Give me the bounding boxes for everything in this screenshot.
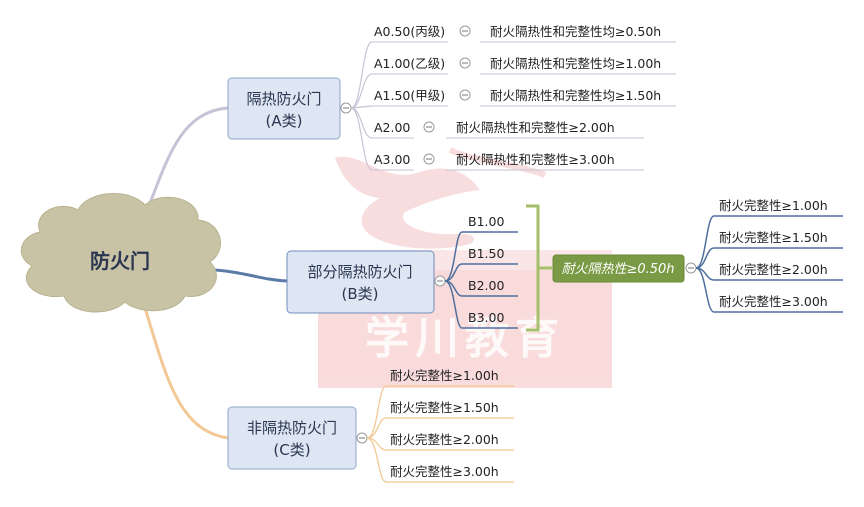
a-code-1: A0.50(丙级) xyxy=(374,24,445,39)
category-c-label-line2: (C类) xyxy=(273,441,310,459)
category-a[interactable]: 隔热防火门 (A类) xyxy=(227,77,341,140)
b-item-1[interactable]: B1.00 xyxy=(462,214,518,233)
a-desc-1: 耐火隔热性和完整性均≥0.50h xyxy=(490,24,661,39)
category-b-label-line2: (B类) xyxy=(342,285,379,303)
a-row-5-collapse-icon[interactable] xyxy=(423,153,435,165)
watermark-text: 学川教育 xyxy=(365,313,565,364)
a-code-4: A2.00 xyxy=(374,120,410,135)
a-row-2[interactable]: A1.00(乙级) 耐火隔热性和完整性均≥1.00h xyxy=(372,56,676,75)
a-row-2-collapse-icon[interactable] xyxy=(459,57,471,69)
b-integrity-4-label: 耐火完整性≥3.00h xyxy=(719,294,828,309)
branch-b xyxy=(214,268,288,283)
b-item-3[interactable]: B2.00 xyxy=(462,278,518,297)
b-item-2[interactable]: B1.50 xyxy=(462,246,518,265)
category-c[interactable]: 非隔热防火门 (C类) xyxy=(227,406,357,470)
b-group-collapse-icon[interactable] xyxy=(685,262,697,274)
b-item-2-label: B1.50 xyxy=(468,246,504,261)
b-bracket xyxy=(526,204,552,332)
c-item-4[interactable]: 耐火完整性≥3.00h xyxy=(386,464,514,483)
a-row-4-collapse-icon[interactable] xyxy=(423,121,435,133)
a-row-1[interactable]: A0.50(丙级) 耐火隔热性和完整性均≥0.50h xyxy=(372,24,676,43)
c-item-4-label: 耐火完整性≥3.00h xyxy=(390,464,499,479)
b-integrity-1[interactable]: 耐火完整性≥1.00h xyxy=(714,198,843,217)
b-integrity-1-label: 耐火完整性≥1.00h xyxy=(719,198,828,213)
b-integrity-4[interactable]: 耐火完整性≥3.00h xyxy=(714,294,843,313)
a-row-3-collapse-icon[interactable] xyxy=(459,89,471,101)
a-code-5: A3.00 xyxy=(374,152,410,167)
a-row-3[interactable]: A1.50(甲级) 耐火隔热性和完整性均≥1.50h xyxy=(372,88,676,107)
category-a-label-line2: (A类) xyxy=(266,112,303,130)
category-c-collapse-icon[interactable] xyxy=(356,432,368,444)
c-item-3-label: 耐火完整性≥2.00h xyxy=(390,432,499,447)
b-integrity-3-label: 耐火完整性≥2.00h xyxy=(719,262,828,277)
a-code-2: A1.00(乙级) xyxy=(374,56,445,71)
c-item-3[interactable]: 耐火完整性≥2.00h xyxy=(386,432,514,451)
a-desc-2: 耐火隔热性和完整性均≥1.00h xyxy=(490,56,661,71)
a-desc-4: 耐火隔热性和完整性≥2.00h xyxy=(456,120,615,135)
c-item-1-label: 耐火完整性≥1.00h xyxy=(390,368,499,383)
category-a-label-line1: 隔热防火门 xyxy=(246,90,321,108)
b-group-label: 耐火隔热性≥0.50h xyxy=(561,262,674,277)
c-item-1[interactable]: 耐火完整性≥1.00h xyxy=(386,368,514,387)
branch-c xyxy=(138,291,229,440)
b-integrity-3[interactable]: 耐火完整性≥2.00h xyxy=(714,262,843,281)
b-item-4-label: B3.00 xyxy=(468,310,504,325)
a-row-5[interactable]: A3.00 耐火隔热性和完整性≥3.00h xyxy=(372,152,644,171)
a-desc-5: 耐火隔热性和完整性≥3.00h xyxy=(456,152,615,167)
category-b-label-line1: 部分隔热防火门 xyxy=(307,263,412,281)
root-node[interactable]: 防火门 xyxy=(20,193,221,313)
root-label: 防火门 xyxy=(90,249,150,273)
b-group-node[interactable]: 耐火隔热性≥0.50h xyxy=(552,254,685,283)
category-a-collapse-icon[interactable] xyxy=(340,102,352,114)
b-integrity-2[interactable]: 耐火完整性≥1.50h xyxy=(714,230,843,249)
a-desc-3: 耐火隔热性和完整性均≥1.50h xyxy=(490,88,661,103)
c-item-2-label: 耐火完整性≥1.50h xyxy=(390,400,499,415)
category-b[interactable]: 部分隔热防火门 (B类) xyxy=(286,250,435,314)
category-c-label-line1: 非隔热防火门 xyxy=(247,419,337,437)
a-code-3: A1.50(甲级) xyxy=(374,88,445,103)
a-row-4[interactable]: A2.00 耐火隔热性和完整性≥2.00h xyxy=(372,120,644,139)
category-b-collapse-icon[interactable] xyxy=(434,275,446,287)
c-item-2[interactable]: 耐火完整性≥1.50h xyxy=(386,400,514,419)
b-integrity-2-label: 耐火完整性≥1.50h xyxy=(719,230,828,245)
a-row-1-collapse-icon[interactable] xyxy=(459,25,471,37)
b-item-1-label: B1.00 xyxy=(468,214,504,229)
b-item-4[interactable]: B3.00 xyxy=(462,310,518,329)
b-item-3-label: B2.00 xyxy=(468,278,504,293)
